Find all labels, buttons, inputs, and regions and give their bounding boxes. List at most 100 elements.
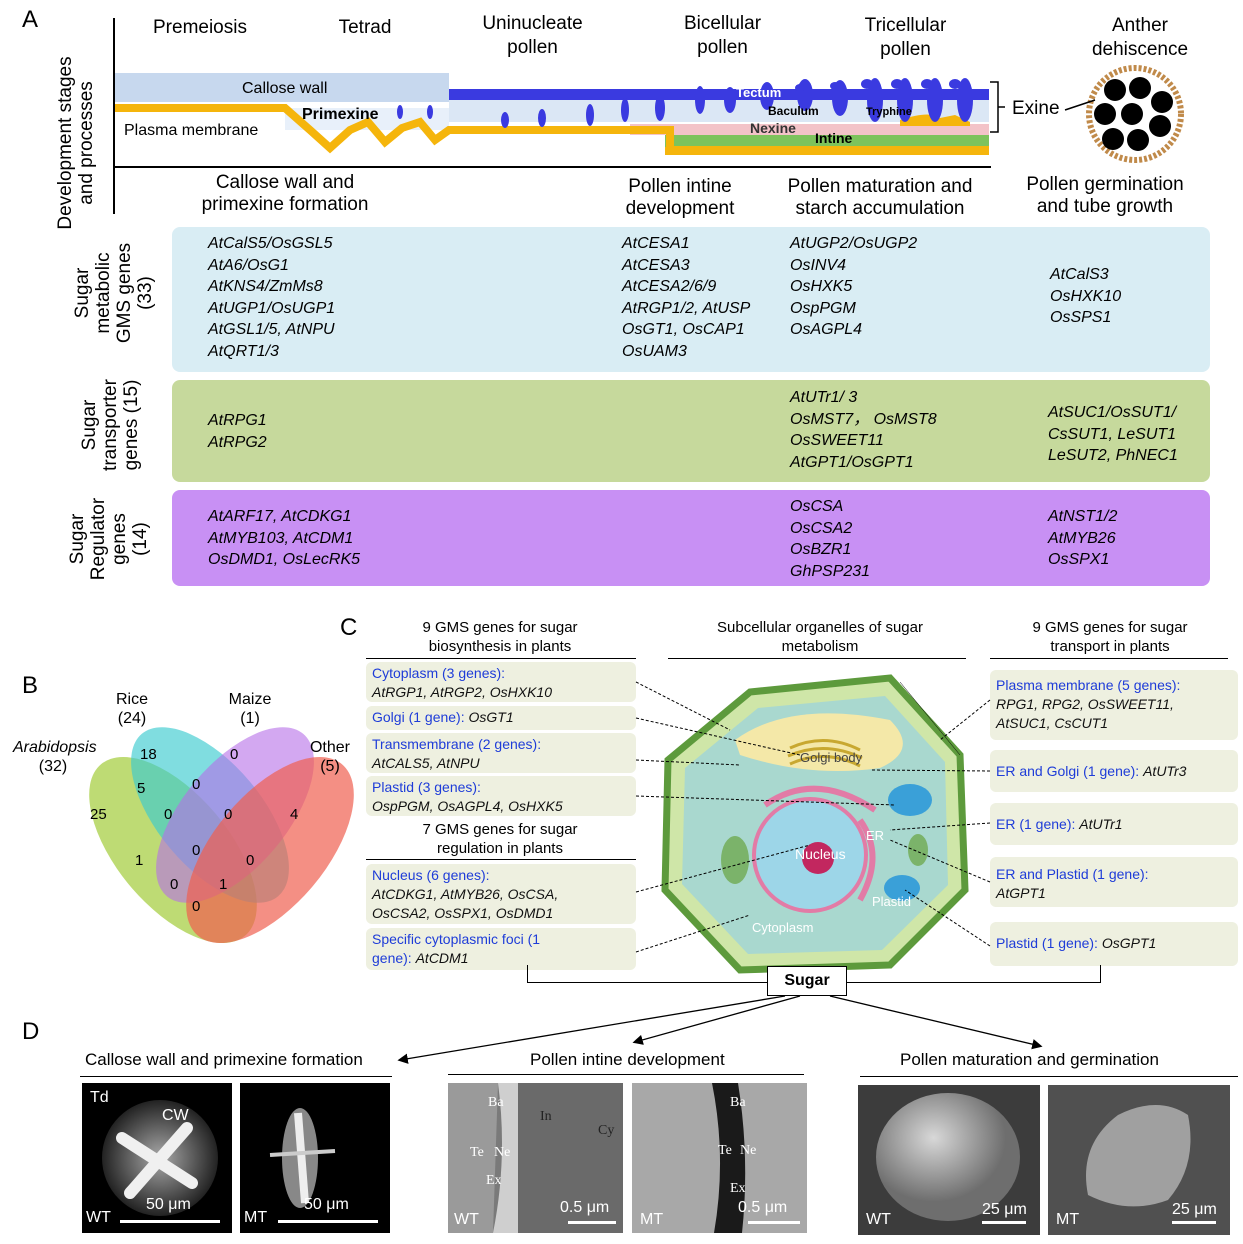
wt-label-2: WT xyxy=(454,1211,479,1228)
venn-region-ara-other: 0 xyxy=(192,898,201,915)
genes-transporter-col4: AtSUC1/OsSUT1/ CsSUT1, LeSUT1 LeSUT2, Ph… xyxy=(1048,404,1178,464)
er-upper xyxy=(763,785,877,813)
venn-region-rice-maize: 0 xyxy=(192,776,201,793)
venn-region-ara-maize-other: 0 xyxy=(170,876,179,893)
mt-label-3: MT xyxy=(1056,1211,1080,1228)
nexine-band xyxy=(630,124,989,135)
genes-regulator-col4: AtNST1/2 AtMYB26 OsSPX1 xyxy=(1048,508,1118,568)
process-callose: Callose wall and primexine formation xyxy=(201,172,369,215)
cw-label: CW xyxy=(162,1107,189,1124)
micrograph-mt-tetrad: MT 50 μm xyxy=(240,1083,390,1233)
label-callose-wall: Callose wall xyxy=(242,80,328,97)
stage-bicellular: Bicellular pollen xyxy=(683,13,762,58)
genes-regulator-col1: AtARF17, AtCDKG1 AtMYB103, AtCDM1 OsDMD1… xyxy=(208,508,361,568)
venn-label-other: Other(5) xyxy=(309,739,350,775)
row-regulator-box xyxy=(172,490,1210,586)
stage-tricellular: Tricellular pollen xyxy=(864,15,947,60)
micrograph-mt-intine: Ba Te Ne Ex MT 0.5 μm xyxy=(632,1083,807,1233)
process-intine: Pollen intine development xyxy=(625,176,735,219)
c-left-head2: 7 GMS genes for sugar regulation in plan… xyxy=(422,821,578,857)
c-box-plasma-membrane: Plasma membrane (5 genes):RPG1, RPG2, Os… xyxy=(990,670,1238,740)
cell-label-nucleus: Nucleus xyxy=(795,846,846,862)
venn-diagram xyxy=(89,727,354,944)
genes-metabolic-col3: AtUGP2/OsUGP2 OsINV4 OsHXK5 OspPGM OsAGP… xyxy=(790,235,918,338)
tectum-band xyxy=(449,89,989,100)
stage-uninucleate: Uninucleate pollen xyxy=(482,13,583,58)
label-intine: Intine xyxy=(815,130,853,146)
d-group-intine: Pollen intine development xyxy=(530,1050,725,1069)
plastid-upper xyxy=(888,784,932,816)
venn-region-ara-rice-maize: 0 xyxy=(164,806,173,823)
pollen-wall-schematic xyxy=(115,65,1184,163)
scale-label-5: 25 μm xyxy=(982,1201,1027,1218)
venn-region-all: 0 xyxy=(192,842,201,859)
genes-transporter-col3: AtUTr1/ 3 OsMST7， OsMST8 OsSWEET11 AtGPT… xyxy=(790,389,937,471)
row-label-transporter: Sugar transporter genes (15) xyxy=(79,379,142,471)
c-box-transmembrane: Transmembrane (2 genes):AtCALS5, AtNPU xyxy=(366,733,636,773)
scalebar-6 xyxy=(1172,1221,1216,1224)
baculum-drops xyxy=(397,78,973,128)
scale-label-4: 0.5 μm xyxy=(738,1199,788,1216)
te-label-1: Te xyxy=(470,1145,484,1160)
cy-label-1: Cy xyxy=(598,1123,615,1138)
venn-region-rice-maize-other: 0 xyxy=(224,806,233,823)
c-box-er: ER (1 gene): AtUTr1 xyxy=(990,803,1238,845)
cell-illustration xyxy=(661,674,969,974)
d-group-callose-rule xyxy=(80,1076,392,1077)
c-box-cytoplasm: Cytoplasm (3 genes):AtRGP1, AtRGP2, OsHX… xyxy=(366,662,636,702)
sugar-box: Sugar xyxy=(767,966,847,996)
scalebar-2 xyxy=(278,1220,378,1223)
venn-region-ara-rice: 5 xyxy=(137,780,146,797)
d-group-intine-rule xyxy=(448,1074,804,1075)
panel-d-letter: D xyxy=(22,1018,40,1045)
cell-label-er: ER xyxy=(866,828,885,843)
ba-label-2: Ba xyxy=(730,1095,746,1110)
venn-region-arabidopsis-only: 25 xyxy=(90,806,107,823)
scale-label-2: 50 μm xyxy=(304,1196,349,1213)
process-germination: Pollen germination and tube growth xyxy=(1026,174,1184,217)
wt-label-3: WT xyxy=(866,1211,891,1228)
stage-anther-dehiscence: Anther dehiscence xyxy=(1091,15,1189,60)
venn-label-rice: Rice(24) xyxy=(115,691,148,727)
axis-label-development: Development stages and processes xyxy=(55,56,97,230)
process-maturation: Pollen maturation and starch accumulatio… xyxy=(787,176,973,219)
c-center-head-rule xyxy=(668,658,966,659)
c-box-plastid-right: Plastid (1 gene): OsGPT1 xyxy=(990,922,1238,966)
scale-label-3: 0.5 μm xyxy=(560,1199,610,1216)
wt-label-1: WT xyxy=(86,1209,111,1226)
cell-label-golgi: Golgi body xyxy=(800,750,863,765)
ne-label-1: Ne xyxy=(494,1145,511,1160)
venn-region-rice-other: 0 xyxy=(246,852,255,869)
td-label: Td xyxy=(90,1089,109,1106)
label-nexine: Nexine xyxy=(750,120,796,136)
ex-label-1: Ex xyxy=(486,1173,502,1188)
label-tryphine: Tryphine xyxy=(866,106,912,118)
venn-label-maize: Maize(1) xyxy=(228,691,272,727)
stage-tetrad: Tetrad xyxy=(338,17,392,38)
venn-region-ara-rice-other: 1 xyxy=(219,876,228,893)
panel-c-letter: C xyxy=(340,614,358,641)
venn-region-other-only: 4 xyxy=(290,806,299,823)
scalebar-3 xyxy=(568,1221,616,1224)
micrograph-mt-pollen: MT 25 μm xyxy=(1048,1085,1230,1235)
c-box-er-plastid: ER and Plastid (1 gene):AtGPT1 xyxy=(990,857,1238,907)
scalebar-5 xyxy=(982,1221,1026,1224)
axis-vertical xyxy=(113,18,115,214)
sugar-bracket-bottom-right xyxy=(845,982,1100,983)
nucleolus xyxy=(802,842,834,874)
scale-label-6: 25 μm xyxy=(1172,1201,1217,1218)
te-label-2: Te xyxy=(718,1143,732,1158)
axis-horizontal xyxy=(113,166,991,168)
label-tectum: Tectum xyxy=(736,85,782,100)
plasma-membrane-line xyxy=(115,104,989,154)
sugar-arrows xyxy=(397,995,1043,1064)
genes-metabolic-col4: AtCalS3 OsHXK10 OsSPS1 xyxy=(1050,266,1122,326)
ne-label-2: Ne xyxy=(740,1143,757,1158)
label-baculum: Baculum xyxy=(768,104,819,118)
callose-wall-band xyxy=(115,73,449,102)
mt-label-2: MT xyxy=(640,1211,664,1228)
mitochondrion xyxy=(721,836,749,884)
venn-region-maize-only: 0 xyxy=(230,746,239,763)
scalebar-4 xyxy=(748,1221,800,1224)
genes-transporter-col1: AtRPG1 AtRPG2 xyxy=(208,412,267,451)
